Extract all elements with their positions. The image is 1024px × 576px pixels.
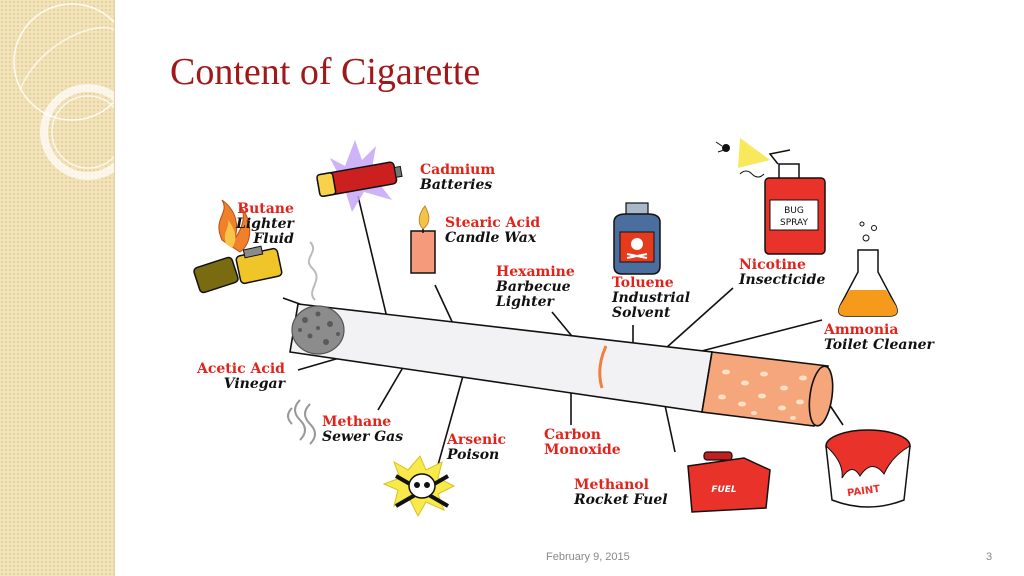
slide-title: Content of Cigarette (170, 51, 481, 93)
ingredient-use: Solvent (612, 305, 671, 321)
flask-icon (838, 221, 898, 317)
ingredient-name: Monoxide (544, 442, 621, 458)
sidebar-swirl-decoration (13, 3, 114, 180)
label-cadmium: Cadmium Batteries (420, 163, 495, 193)
ingredient-use: Poison (447, 447, 500, 463)
cigarette-filter (701, 351, 829, 427)
ingredient-name: Acetic Acid (197, 361, 285, 377)
label-hexamine: Hexamine Barbecue Lighter (496, 265, 575, 310)
ingredient-name: Arsenic (447, 432, 507, 448)
filter-texture (718, 369, 807, 420)
ingredient-use: Candle Wax (445, 230, 537, 246)
gas-fumes-icon (287, 399, 316, 445)
decorative-sidebar (0, 0, 115, 576)
skull-crossbones-icon (382, 455, 456, 518)
candle-icon (410, 205, 436, 274)
ingredient-name: Methanol (574, 477, 649, 493)
cigarette (289, 241, 834, 427)
label-methane: Methane Sewer Gas (322, 415, 403, 445)
label-acetic-acid: Acetic Acid Vinegar (197, 362, 285, 392)
solvent-bottle-icon (613, 202, 661, 275)
label-nicotine: Nicotine Insecticide (739, 258, 825, 288)
ingredient-use: Barbecue (496, 279, 571, 295)
page-number: 3 (986, 551, 993, 563)
footer-date: February 9, 2015 (546, 551, 630, 563)
smoke-wisp (307, 241, 318, 301)
leader-line-stearic-acid (434, 284, 456, 329)
ingredient-use: Vinegar (223, 376, 285, 392)
filter-end (808, 365, 834, 427)
ingredient-use: Insecticide (739, 272, 826, 288)
ash-texture (298, 311, 340, 345)
ingredient-name: Stearic Acid (445, 215, 541, 231)
ingredient-name: Carbon (544, 427, 601, 443)
battery-icon (316, 140, 403, 212)
ingredient-name: Cadmium (420, 162, 496, 178)
label-stearic-acid: Stearic Acid Candle Wax (445, 216, 540, 246)
ingredient-use: Sewer Gas (322, 429, 404, 445)
bug-spray-label-1: BUG (784, 206, 804, 216)
ingredient-name: Butane (237, 201, 294, 217)
paint-can-icon: PAINT (825, 429, 911, 508)
ingredient-use: Lighter (236, 216, 294, 232)
label-arsenic: Arsenic Poison (447, 433, 506, 463)
ingredient-use: Fluid (253, 231, 294, 247)
lighter-icon (193, 199, 283, 294)
ingredient-use: Lighter (496, 294, 554, 310)
leader-line-cadmium (357, 195, 389, 323)
leader-line-nicotine (665, 287, 734, 349)
ingredient-name: Hexamine (496, 264, 575, 280)
paint-can-label: PAINT (847, 484, 881, 500)
label-carbon-monoxide: Carbon Monoxide (544, 428, 621, 458)
ingredient-use: Toilet Cleaner (824, 337, 934, 353)
ingredient-use: Batteries (420, 177, 493, 193)
label-butane: Butane Lighter Fluid (236, 202, 294, 247)
ingredient-name: Toluene (612, 275, 674, 291)
ingredient-name: Ammonia (824, 322, 899, 338)
cigarette-band (598, 345, 608, 389)
label-toluene: Toluene Industrial Solvent (612, 276, 690, 321)
label-ammonia: Ammonia Toilet Cleaner (824, 323, 934, 353)
bug-spray-can-icon: BUG SPRAY (715, 138, 826, 255)
ingredient-use: Industrial (612, 290, 691, 306)
leader-line-ammonia (689, 319, 823, 355)
bug-spray-label-2: SPRAY (780, 218, 808, 228)
fuel-can-icon: FUEL (687, 451, 771, 513)
fuel-can-label: FUEL (711, 485, 737, 495)
ingredient-use: Rocket Fuel (574, 492, 668, 508)
ingredient-name: Methane (322, 414, 392, 430)
ingredient-name: Nicotine (739, 257, 806, 273)
label-methanol: Methanol Rocket Fuel (574, 478, 668, 508)
